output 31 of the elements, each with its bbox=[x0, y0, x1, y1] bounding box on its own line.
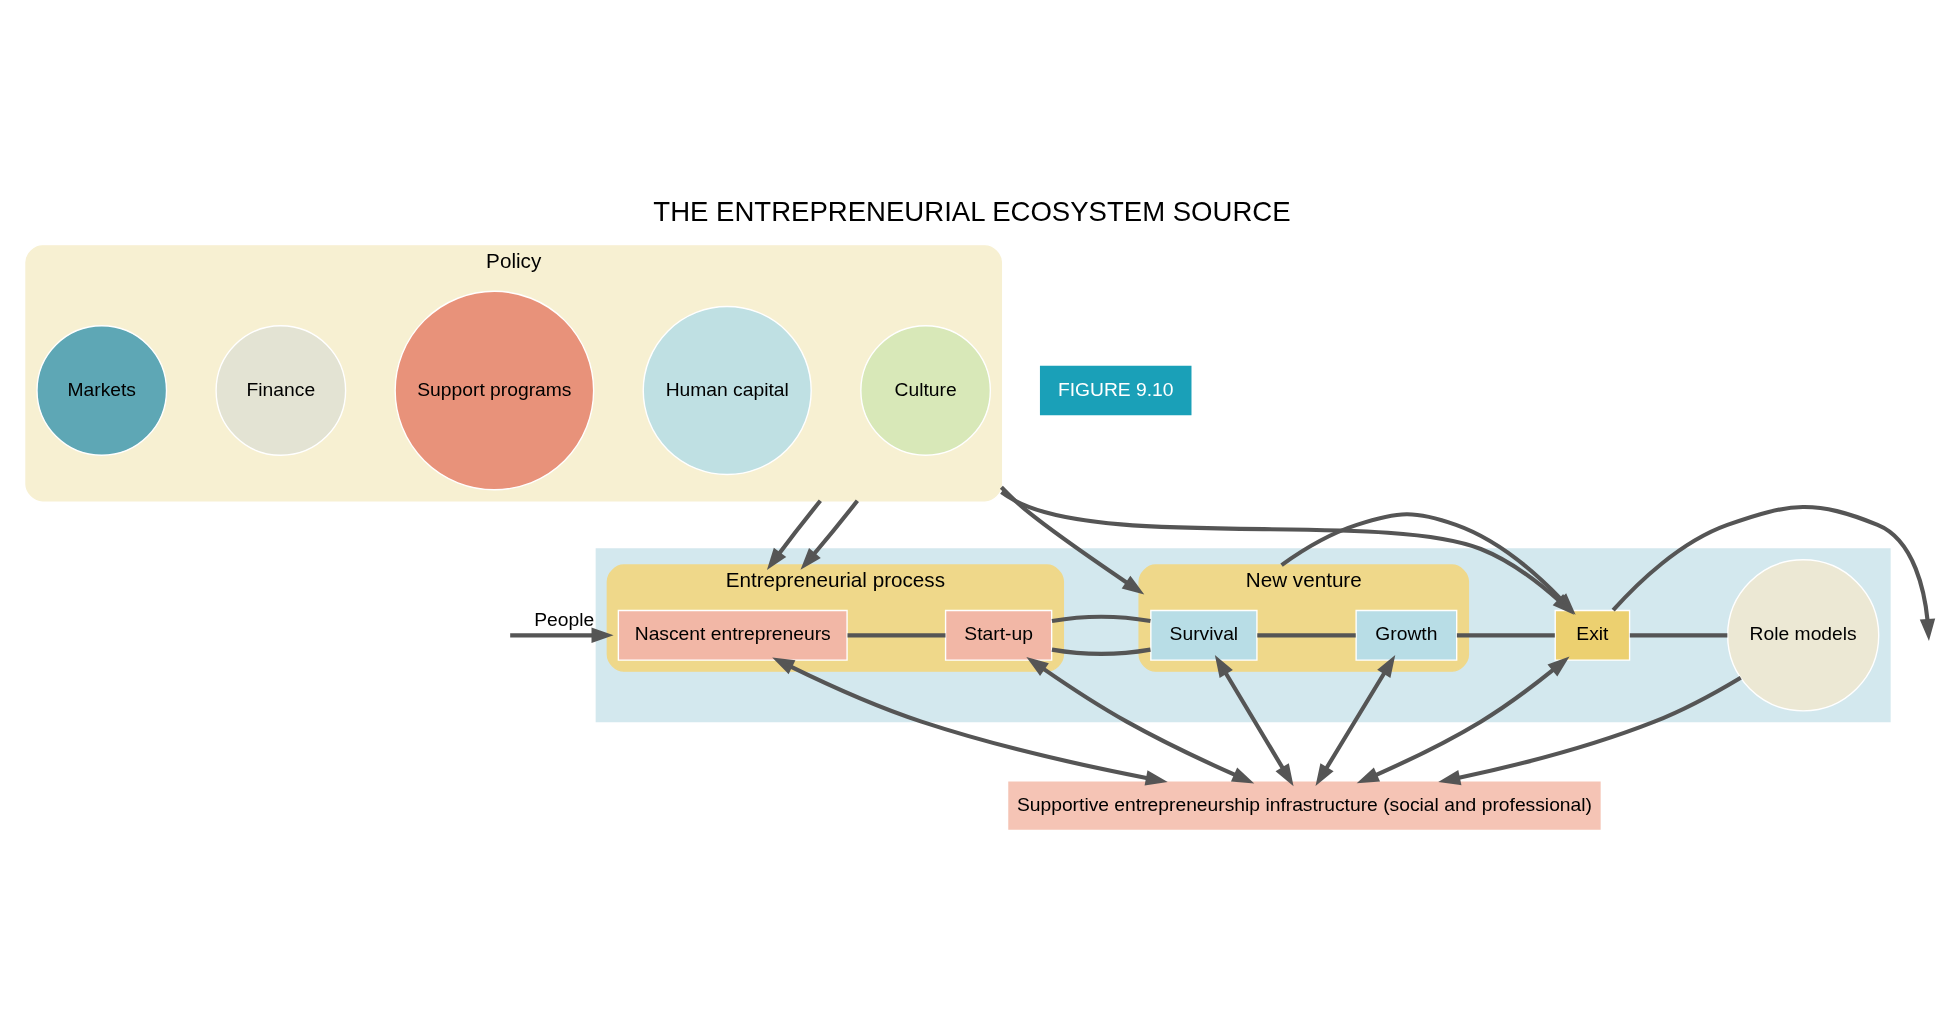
node-circle: Human capital bbox=[642, 305, 812, 476]
node-box: Exit bbox=[1554, 609, 1631, 661]
node-circle: Culture bbox=[860, 325, 992, 456]
node-box: Nascent entrepreneurs bbox=[617, 609, 848, 661]
arrow bbox=[800, 499, 859, 570]
connector bbox=[1456, 633, 1555, 638]
connector bbox=[1257, 633, 1356, 638]
arrow bbox=[772, 657, 1168, 786]
arrow bbox=[999, 485, 1145, 595]
arrow bbox=[510, 627, 614, 644]
arrow bbox=[1438, 675, 1742, 786]
node-box: Start-up bbox=[944, 609, 1053, 661]
diagram-title: THE ENTREPRENEURIAL ECOSYSTEM SOURCE bbox=[653, 196, 1291, 228]
node-box: Supportive entrepreneurship infrastructure (social and professional) bbox=[1006, 780, 1603, 832]
connector bbox=[1051, 614, 1151, 656]
arrow bbox=[1315, 655, 1396, 787]
node-circle: Markets bbox=[36, 325, 168, 456]
arrow bbox=[766, 499, 822, 571]
node-circle: Role models bbox=[1726, 559, 1880, 712]
node-box: Growth bbox=[1355, 609, 1458, 661]
node-box: Survival bbox=[1150, 609, 1258, 661]
arrow bbox=[1611, 505, 1936, 641]
edge-label: People bbox=[534, 608, 595, 630]
label: FIGURE 9.10 bbox=[1057, 378, 1174, 400]
node-circle: Finance bbox=[215, 325, 347, 456]
arrow bbox=[1026, 656, 1255, 784]
connector bbox=[1629, 633, 1728, 638]
connector bbox=[847, 633, 946, 638]
node-circle: Support programs bbox=[394, 290, 595, 491]
arrow bbox=[1356, 656, 1570, 784]
arrow bbox=[1214, 655, 1294, 787]
